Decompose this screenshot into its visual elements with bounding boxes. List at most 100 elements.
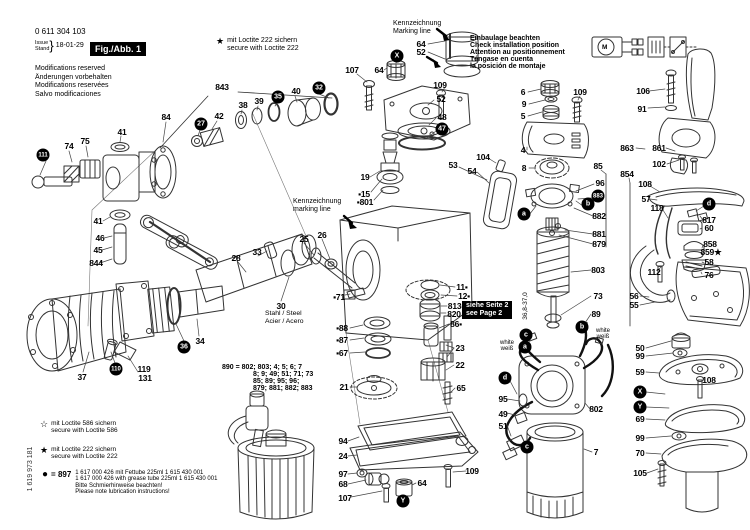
- wire-color-label-right: white weiß: [596, 328, 611, 340]
- part-label-9-65: 9: [521, 98, 527, 109]
- part-label-99-117: 99: [635, 432, 645, 443]
- part-badge-d-84: d: [498, 371, 512, 385]
- part-label-34-33: 34: [195, 335, 205, 346]
- part-label-882-74: 882: [592, 210, 606, 221]
- marking-line-note-top: Kennzeichnung Marking line: [393, 20, 442, 35]
- part-label-24-57: 24: [338, 450, 348, 461]
- part-badge-b-81: b: [575, 320, 589, 334]
- marking-line-note-mid: Kennzeichnung marking line: [293, 198, 342, 213]
- part-label-107-13: 107: [345, 64, 359, 75]
- part-label-▪801-24: ▪801: [356, 196, 374, 207]
- part-label-109-18: 109: [433, 79, 447, 90]
- part-label-41-35: 41: [93, 215, 103, 226]
- issue-date: 18-01-29: [55, 42, 84, 49]
- part-label-68-59: 68: [338, 478, 348, 489]
- part-label-52-19: 52: [436, 93, 446, 104]
- part-label-60-102: 60: [704, 222, 714, 233]
- part-label-108-114: 108: [702, 374, 716, 385]
- part-label-844-38: 844: [89, 257, 103, 268]
- part-label-▪71-43: ▪71: [333, 291, 345, 302]
- part-label-73-79: 73: [593, 290, 603, 301]
- issue-block: Issue Stand } 18-01-29: [35, 38, 84, 53]
- wire-color-label-left: white weiß: [500, 340, 515, 352]
- part-label-70-118: 70: [635, 447, 645, 458]
- part-label-91-92: 91: [637, 103, 647, 114]
- loctite-222-note-bottom: ★ mit Loctite 222 sichern secure with Lo…: [40, 445, 118, 460]
- part-label-23-53: 23: [455, 342, 465, 353]
- dimension-label: 36,8-37,0: [521, 292, 529, 320]
- part-label-106-91: 106: [636, 85, 650, 96]
- part-label-▪88-44: ▪88: [336, 322, 348, 333]
- part-badge-36-34: 36: [177, 340, 191, 354]
- part-label-41-3: 41: [117, 126, 127, 137]
- star-outline-icon: ☆: [40, 419, 49, 429]
- star-icon: ★: [40, 445, 49, 455]
- part-label-817-101: 817: [702, 214, 716, 225]
- part-label-859★-104: 859★: [700, 246, 722, 257]
- part-badge-a-83: a: [518, 340, 532, 354]
- part-label-52-17: 52: [416, 46, 426, 57]
- part-badge-35-10: 35: [271, 90, 285, 104]
- part-label-33-31: 33: [252, 246, 262, 257]
- part-label-26-29: 26: [317, 229, 327, 240]
- part-badge-47-21: 47: [435, 122, 449, 136]
- part-label-99-111: 99: [635, 350, 645, 361]
- part-label-21-47: 21: [339, 381, 349, 392]
- part-label-51-87: 51: [498, 420, 508, 431]
- part-label-102-95: 102: [652, 158, 666, 169]
- part-label-50-110: 50: [635, 342, 645, 353]
- part-badge-d-100: d: [702, 197, 716, 211]
- motor-symbol-label: M: [602, 44, 608, 51]
- part-label-53-25: 53: [448, 159, 458, 170]
- part-label-104-26: 104: [476, 151, 490, 162]
- part-label-38-8: 38: [238, 99, 248, 110]
- part-label-108-97: 108: [638, 178, 652, 189]
- issue-label: Issue: [35, 40, 49, 46]
- grease-note: ● = 897 1 617 000 426 mit Fettube 225ml …: [42, 469, 218, 496]
- part-label-64-14: 64: [374, 64, 384, 75]
- steel-material-note: Stahl / Steel Acier / Acero: [265, 310, 304, 325]
- brace: }: [49, 38, 54, 53]
- part-badge-c-89: c: [520, 440, 534, 454]
- part-label-12▪-49: 12▪: [458, 290, 470, 301]
- part-label-30-32: 30: [276, 300, 286, 311]
- part-label-65-55: 65: [456, 382, 466, 393]
- part-badge-Y-62: Y: [396, 494, 410, 508]
- see-page-2-box: siehe Seite 2 see Page 2: [462, 301, 513, 319]
- part-label-40-11: 40: [291, 85, 301, 96]
- figure-label: Fig./Abb. 1: [90, 42, 146, 56]
- part-label-881-75: 881: [592, 228, 606, 239]
- part-label-802-88: 802: [589, 403, 603, 414]
- part-label-▪87-45: ▪87: [336, 334, 348, 345]
- part-label-49-86: 49: [498, 408, 508, 419]
- part-label-84-4: 84: [161, 111, 171, 122]
- installation-note: Einbaulage beachten Check installation p…: [470, 35, 565, 70]
- part-badge-b-73: b: [581, 197, 595, 211]
- part-label-▪67-46: ▪67: [336, 347, 348, 358]
- part-label-858-103: 858: [703, 238, 717, 249]
- part-label-74-1: 74: [64, 140, 74, 151]
- loctite-222-note-top: ★ mit Loctite 222 sichern secure with Lo…: [216, 36, 299, 52]
- part-badge-111-0: 111: [36, 148, 50, 162]
- bullet-icon: ●: [42, 469, 49, 480]
- part-label-55-109: 55: [629, 299, 639, 310]
- part-label-843-5: 843: [215, 81, 229, 92]
- part-badge-27-6: 27: [194, 117, 208, 131]
- part-label-879-76: 879: [592, 238, 606, 249]
- part-label-86▪-52: 86▪: [450, 318, 462, 329]
- part-label-803-78: 803: [591, 264, 605, 275]
- catalog-number: 0 611 304 103: [35, 27, 86, 36]
- loctite-586-note: ☆ mit Loctite 586 sichern secure with Lo…: [40, 419, 118, 434]
- part-label-107-60: 107: [338, 492, 352, 503]
- part-label-25-28: 25: [299, 233, 309, 244]
- part-label-57-98: 57: [641, 193, 651, 204]
- part-label-11▪-48: 11▪: [456, 281, 468, 292]
- part-badge-883-72: 883: [591, 189, 605, 203]
- stand-label: Stand: [35, 46, 50, 52]
- grease-code: = 897: [51, 470, 72, 479]
- part-label-42-7: 42: [214, 110, 224, 121]
- part-label-59-112: 59: [635, 366, 645, 377]
- part-label-96-71: 96: [595, 177, 605, 188]
